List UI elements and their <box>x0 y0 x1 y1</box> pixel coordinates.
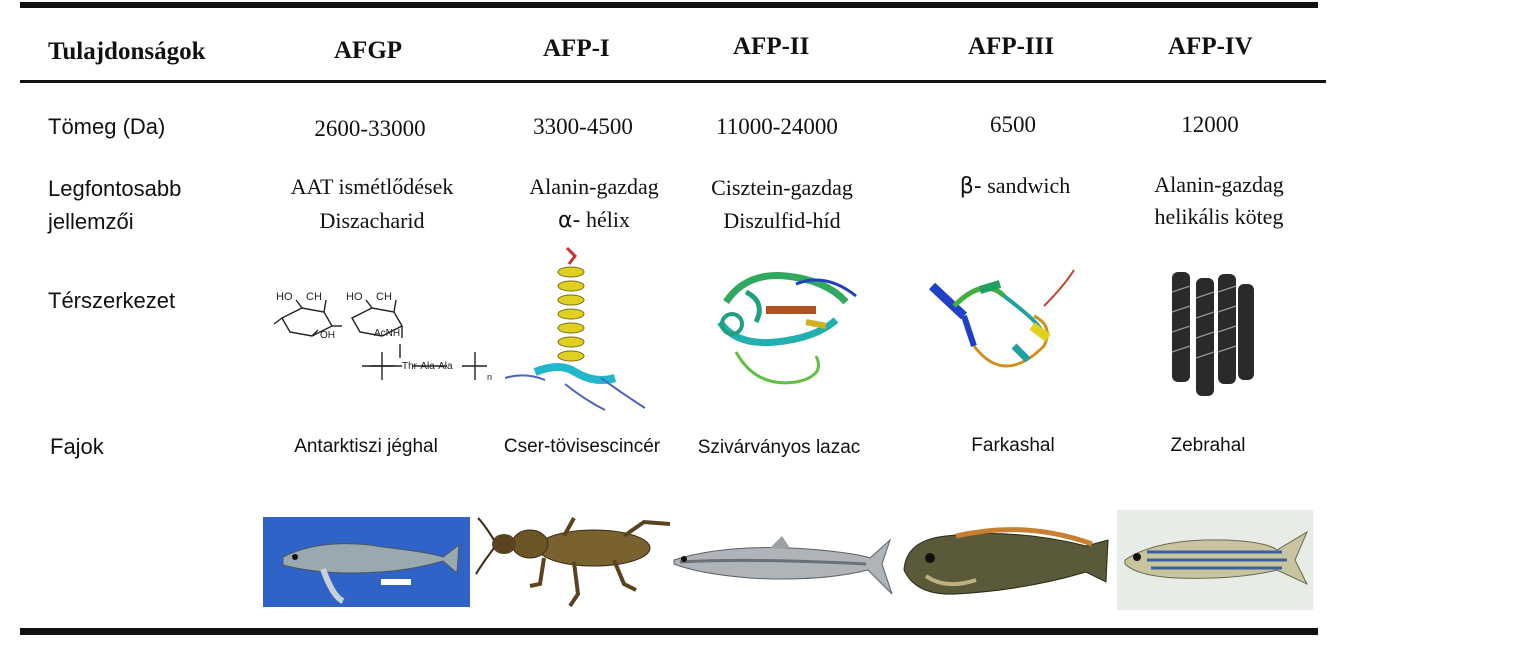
afgp-chemical-structure: HO CH OH HO CH AcNH Thr-Ala-Ala n <box>273 291 492 382</box>
chem-subscript: n <box>487 372 492 382</box>
salmon-photo <box>670 512 894 612</box>
top-rule <box>20 2 1318 8</box>
beta-symbol: β- <box>959 174 982 199</box>
features-afp-i-line2: α- hélix <box>514 203 674 238</box>
row-label-features-line1: Legfontosabb <box>48 176 182 201</box>
header-rule <box>20 80 1326 83</box>
features-afgp-line1: AAT ismétlődések <box>290 174 454 199</box>
features-afp-i-line1: Alanin-gazdag <box>529 174 659 199</box>
row-label-species: Fajok <box>50 434 104 459</box>
salmon-icon <box>673 536 893 595</box>
header-property-label: Tulajdonságok <box>48 38 206 65</box>
afp-i-helix-structure <box>505 246 646 411</box>
chem-oh: OH <box>320 330 335 341</box>
longhorn-beetle-photo <box>474 514 672 610</box>
species-afgp: Antarktiszi jéghal <box>294 436 438 457</box>
features-afp-i-helix-text: hélix <box>585 207 630 232</box>
features-afp-iii-sandwich-text: sandwich <box>987 173 1071 198</box>
species-afp-iv: Zebrahal <box>1170 435 1246 456</box>
features-afp-iv-line1: Alanin-gazdag <box>1154 172 1284 197</box>
chem-ch-2: CH <box>376 291 392 303</box>
chem-acnh: AcNH <box>374 328 400 339</box>
zebrafish-icon <box>1124 530 1309 586</box>
features-afp-ii-line2: Diszulfid-híd <box>723 208 841 233</box>
features-afp-ii-line1: Cisztein-gazdag <box>711 175 853 200</box>
features-afgp-line2: Diszacharid <box>319 208 425 233</box>
icefish-icon <box>282 543 460 604</box>
mass-afgp: 2600-33000 <box>314 116 426 141</box>
afp-iii-sandwich-structure <box>928 269 1075 368</box>
beetle-icon <box>475 517 671 608</box>
header-afgp: AFGP <box>334 37 403 64</box>
species-afp-ii: Szivárványos lazac <box>697 437 861 458</box>
chem-chain: Thr-Ala-Ala <box>402 361 453 372</box>
species-afp-iii: Farkashal <box>971 435 1055 456</box>
mass-afp-ii: 11000-24000 <box>716 114 838 139</box>
zebrafish-photo <box>1117 510 1313 610</box>
features-afp-iii-line1: β- sandwich <box>935 169 1095 204</box>
header-afp-iii: AFP-III <box>968 33 1055 60</box>
chem-ho-2: HO <box>346 291 363 303</box>
header-afp-iv: AFP-IV <box>1168 33 1253 60</box>
mass-afp-iv: 12000 <box>1181 112 1239 137</box>
alpha-symbol: α- <box>558 208 581 233</box>
header-afp-i: AFP-I <box>543 35 610 62</box>
species-afp-i: Cser-tövisescincér <box>503 436 661 457</box>
bottom-rule <box>20 628 1318 635</box>
chem-ch-1: CH <box>306 291 322 303</box>
mass-afp-i: 3300-4500 <box>533 114 633 139</box>
row-label-structure: Térszerkezet <box>48 288 176 313</box>
features-afp-iv-line2: helikális köteg <box>1154 204 1284 229</box>
afp-iv-bundle-structure <box>1171 272 1254 396</box>
afp-ii-fold-structure <box>717 272 857 385</box>
mass-afp-iii: 6500 <box>990 112 1036 137</box>
icefish-photo <box>263 517 470 607</box>
wolffish-icon <box>903 527 1109 595</box>
header-afp-ii: AFP-II <box>733 33 810 60</box>
row-label-mass: Tömeg (Da) <box>48 114 166 139</box>
row-label-features-line2: jellemzői <box>48 209 134 234</box>
chem-ho-1: HO <box>276 291 293 303</box>
wolffish-photo <box>896 510 1112 610</box>
